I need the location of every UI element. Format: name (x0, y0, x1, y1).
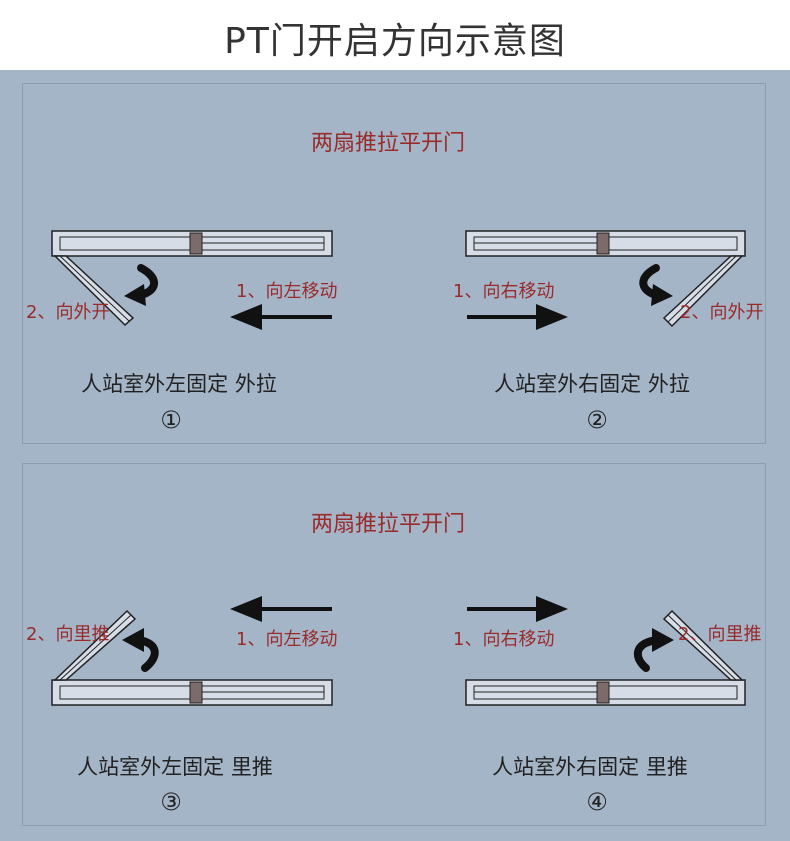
door-diagram-3: 1、向左移动 2、向里推 人站室外左固定 里推 ③ (26, 596, 337, 816)
left-arrow-head-icon (230, 596, 262, 622)
door-leaf-open (53, 255, 135, 327)
diagram-number: ③ (160, 788, 182, 816)
curved-arrow-head-icon (124, 284, 146, 306)
door-leaf-open (53, 609, 137, 681)
diagram-caption: 人站室外右固定 里推 (492, 755, 688, 779)
panel-heading: 两扇推拉平开门 (311, 131, 465, 156)
door-frame (465, 679, 746, 706)
step1-label: 1、向左移动 (236, 629, 337, 650)
curved-arrow-head-icon (652, 628, 674, 652)
diagram-number: ② (586, 406, 608, 434)
curved-arrow-head-icon (122, 628, 144, 652)
door-diagram-2: 1、向右移动 2、向外开 人站室外右固定 外拉 ② (453, 230, 763, 434)
door-frame (51, 230, 333, 257)
left-arrow-head-icon (230, 304, 262, 330)
door-frame (465, 230, 746, 257)
panel-heading: 两扇推拉平开门 (311, 512, 465, 537)
step1-label: 1、向左移动 (236, 281, 337, 302)
diagram-number: ④ (586, 788, 608, 816)
step2-label: 2、向外开 (680, 302, 763, 323)
step2-label: 2、向里推 (678, 624, 761, 645)
page-title: PT门开启方向示意图 (224, 21, 566, 62)
door-diagram-1: 1、向左移动 2、向外开 人站室外左固定 外拉 ① (26, 230, 337, 434)
diagram-caption: 人站室外右固定 外拉 (494, 372, 690, 396)
door-leaf-open (662, 609, 744, 681)
diagram-caption: 人站室外左固定 外拉 (81, 372, 277, 396)
step2-label: 2、向里推 (26, 624, 109, 645)
right-arrow-head-icon (536, 304, 568, 330)
door-diagram-4: 1、向右移动 2、向里推 人站室外右固定 里推 ④ (453, 596, 761, 816)
header: PT门开启方向示意图 (0, 0, 790, 70)
diagram-number: ① (160, 406, 182, 434)
step1-label: 1、向右移动 (453, 629, 554, 650)
door-frame (51, 679, 333, 706)
step2-label: 2、向外开 (26, 302, 109, 323)
curved-arrow-head-icon (651, 284, 673, 306)
panel-inward (22, 463, 766, 826)
diagram-caption: 人站室外左固定 里推 (77, 755, 273, 779)
step1-label: 1、向右移动 (453, 281, 554, 302)
door-leaf-open (662, 255, 744, 328)
right-arrow-head-icon (536, 596, 568, 622)
panel-outward (22, 83, 766, 444)
